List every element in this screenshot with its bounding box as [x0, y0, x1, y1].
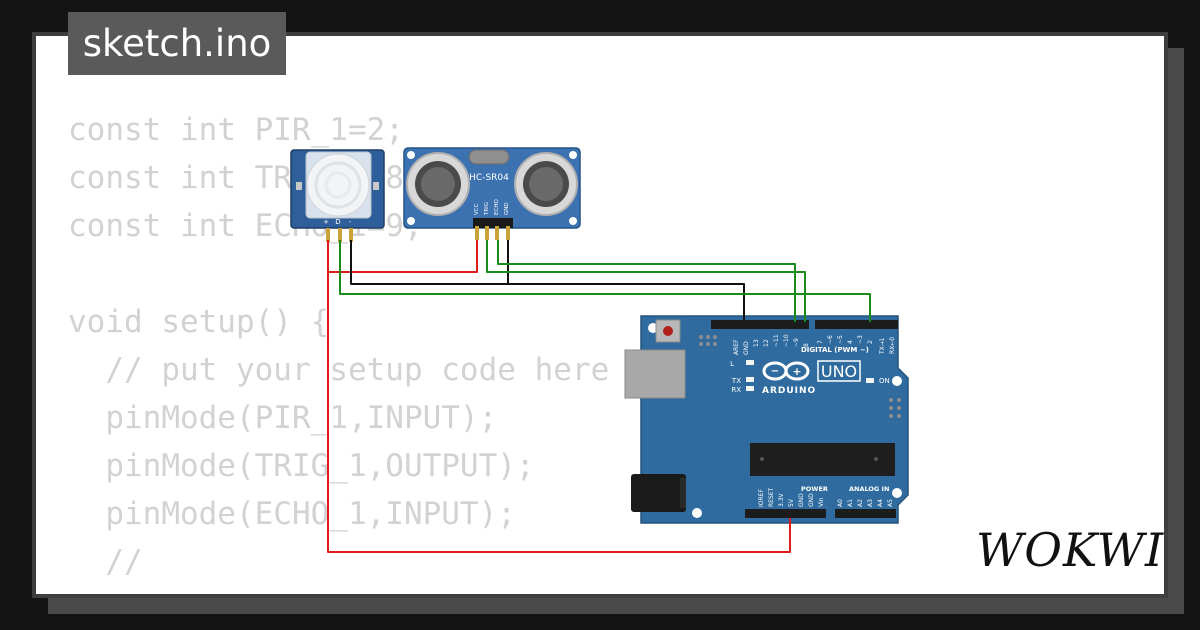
digital-pin-label: 12: [763, 339, 770, 347]
code-line: pinMode(PIR_1,INPUT);: [68, 400, 498, 436]
code-line: Serial.begin(9600);: [68, 586, 609, 594]
digital-pin-label: ~10: [783, 334, 790, 347]
code-line: //: [68, 544, 143, 580]
analog-pin-label: A3: [867, 499, 874, 507]
digital-pin-label: TX→1: [879, 337, 886, 355]
code-editor[interactable]: const int PIR_1=2;const int TRIG_1=8;con…: [68, 106, 610, 594]
digital-pin-label: ~9: [793, 338, 800, 347]
wire-trig: [486, 240, 806, 322]
power-header: [745, 509, 826, 518]
analog-pin-label: A2: [857, 499, 864, 507]
file-tab[interactable]: sketch.ino: [68, 12, 286, 75]
pir-sensor[interactable]: + D -: [290, 149, 385, 242]
digital-pin-label: RX←0: [889, 337, 896, 354]
ultrasonic-model-label: HC-SR04: [469, 173, 509, 183]
power-header-label: POWER: [801, 485, 828, 493]
analog-pin-label: A4: [877, 499, 884, 507]
analog-pin-label: A1: [847, 499, 854, 507]
code-line: void setup() {: [68, 304, 330, 340]
digital-pin-label: 2: [867, 340, 874, 344]
wire-pir-vcc: [327, 240, 791, 553]
file-tab-label: sketch.ino: [82, 22, 272, 65]
digital-pin-label: 13: [753, 339, 760, 347]
wokwi-logo: WOKWI: [976, 523, 1165, 577]
analog-pin-label: A0: [837, 499, 844, 507]
wire-echo: [497, 240, 796, 322]
wires: [327, 240, 871, 553]
led-label-tx: TX: [731, 377, 741, 385]
arduino-logo: − +: [762, 361, 810, 381]
code-line: const int PIR_1=2;: [68, 112, 404, 148]
arduino-model-label: UNO: [821, 362, 857, 381]
power-pin-label: RESET: [768, 487, 775, 507]
arduino-uno-board[interactable]: AREF GND 13 12 ~11 ~10 ~9 8 7 ~6 ~5 4 ~3…: [624, 315, 909, 524]
wire-pir-sig: [339, 240, 871, 322]
ultrasonic-pin-label: ECHO: [494, 199, 500, 215]
led-label-l: L: [730, 360, 734, 368]
code-line: pinMode(TRIG_1,OUTPUT);: [68, 448, 535, 484]
ultrasonic-pin-label: GND: [504, 202, 510, 215]
code-line: // put your setup code here: [68, 352, 610, 388]
digital-pin-label: AREF: [733, 339, 740, 355]
digital-header-right: [815, 320, 898, 329]
pir-pin-label: -: [349, 218, 352, 226]
wire-sonic-vcc: [328, 240, 478, 273]
svg-text:−: −: [771, 366, 779, 377]
usb-port: [624, 349, 686, 399]
digital-pin-label: ~5: [837, 335, 844, 344]
digital-pin-label: 7: [817, 340, 824, 344]
digital-pin-label: ~3: [857, 335, 864, 344]
power-pin-label: Vin: [818, 497, 825, 507]
digital-pin-label: ~6: [827, 335, 834, 344]
svg-text:+: +: [792, 365, 801, 378]
power-pin-label: 5V: [788, 498, 795, 507]
power-pin-label: IOREF: [758, 489, 765, 507]
code-card: const int PIR_1=2;const int TRIG_1=8;con…: [32, 32, 1168, 598]
power-pin-label: 3.3V: [778, 492, 785, 507]
ultrasonic-pin-label: VCC: [474, 203, 480, 215]
analog-header-label: ANALOG IN: [849, 485, 889, 493]
arduino-brand-label: ARDUINO: [762, 386, 816, 396]
led-label-rx: RX: [731, 386, 741, 394]
ultrasonic-sensor[interactable]: HC-SR04 VCC TRIG ECHO GND: [403, 147, 581, 240]
digital-header-left: [711, 320, 809, 329]
reset-button-cap: [663, 326, 673, 336]
digital-header-label: DIGITAL (PWM ~): [801, 346, 869, 354]
analog-header: [835, 509, 896, 518]
code-line: pinMode(ECHO_1,INPUT);: [68, 496, 516, 532]
digital-pin-label: GND: [743, 341, 750, 355]
pir-pin-label: +: [323, 218, 329, 226]
power-jack: [631, 474, 686, 512]
pir-pin-label: D: [335, 218, 340, 226]
analog-pin-label: A5: [887, 499, 894, 507]
digital-pin-label: 4: [847, 340, 854, 344]
power-pin-label: GND: [808, 493, 815, 507]
power-pin-label: GND: [798, 493, 805, 507]
wire-pir-gnd: [350, 240, 745, 322]
ultrasonic-pin-label: TRIG: [484, 202, 490, 216]
atmega-chip: [750, 443, 895, 476]
digital-pin-label: ~11: [773, 334, 780, 347]
digital-pin-label: 8: [803, 343, 810, 347]
led-label-on: ON: [879, 377, 890, 385]
